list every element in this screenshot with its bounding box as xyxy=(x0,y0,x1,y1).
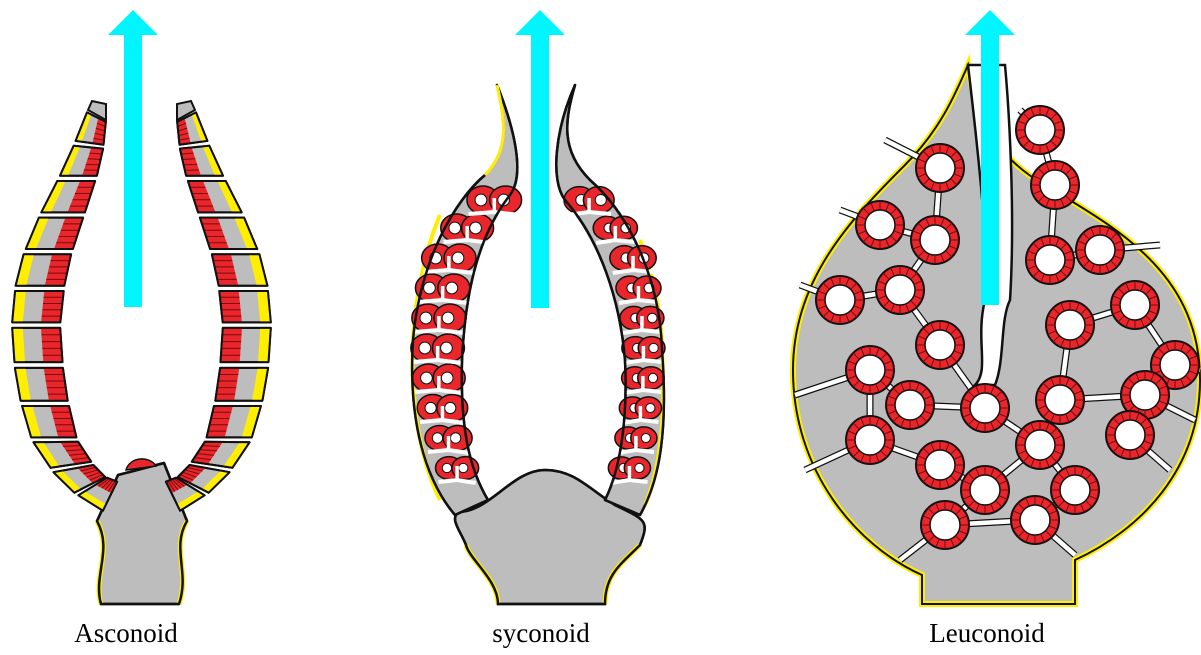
choanocyte-chamber-lumen xyxy=(970,393,1000,423)
choanocyte-chamber-lumen xyxy=(1115,420,1145,450)
choanocyte-layer xyxy=(41,328,63,362)
choanocyte-chamber-lumen xyxy=(1040,170,1070,200)
choanocyte-chamber-lumen xyxy=(895,390,925,420)
radial-canal-lumen xyxy=(449,222,461,234)
radial-canal-lumen xyxy=(445,402,456,413)
choanocyte-chamber-lumen xyxy=(1055,310,1085,340)
radial-canal-lumen xyxy=(635,463,644,472)
radial-canal-lumen xyxy=(419,342,431,354)
choanocyte-chamber-lumen xyxy=(865,210,895,240)
radial-canal-lumen xyxy=(470,222,482,234)
radial-canal-lumen xyxy=(648,373,657,382)
radial-canal-lumen xyxy=(459,463,468,472)
radial-canal-lumen xyxy=(421,372,433,384)
choanocyte-chamber-lumen xyxy=(855,425,885,455)
choanocyte-layer xyxy=(221,328,243,362)
choanocyte-chamber-lumen xyxy=(1035,245,1065,275)
radial-canal-lumen xyxy=(475,194,487,206)
choanocyte-chamber-lumen xyxy=(1045,385,1075,415)
radial-canal-lumen xyxy=(450,433,460,443)
choanocyte-chamber-lumen xyxy=(1085,235,1115,265)
radial-canal-lumen xyxy=(649,343,658,352)
choanocyte-chamber-lumen xyxy=(825,285,855,315)
radial-canal-lumen xyxy=(441,342,453,354)
choanocyte-chamber-lumen xyxy=(925,153,955,183)
choanocyte-chamber-lumen xyxy=(1020,505,1050,535)
choanocyte-chamber-lumen xyxy=(925,330,955,360)
choanocyte-chamber-lumen xyxy=(920,225,950,255)
choanocyte-chamber-lumen xyxy=(1025,430,1055,460)
choanocyte-chamber-lumen xyxy=(1120,290,1150,320)
radial-canal-lumen xyxy=(641,433,650,442)
arrow-up-icon xyxy=(108,10,158,307)
radial-canal-lumen xyxy=(646,403,655,412)
radial-canal-lumen xyxy=(452,252,464,264)
choanocyte-chamber-lumen xyxy=(885,275,915,305)
choanocyte-chamber-lumen xyxy=(930,510,960,540)
choanocyte-chamber-lumen xyxy=(1130,380,1160,410)
radial-canal-lumen xyxy=(420,312,432,324)
leuconoid-label: Leuconoid xyxy=(887,620,1087,647)
radial-canal-lumen xyxy=(442,463,451,472)
radial-canal-lumen xyxy=(432,433,442,443)
choanocyte-chamber-lumen xyxy=(970,475,1000,505)
choanocyte-chamber-lumen xyxy=(1025,115,1055,145)
radial-canal-lumen xyxy=(442,312,454,324)
choanocyte-chamber-lumen xyxy=(855,355,885,385)
radial-canal-lumen xyxy=(648,313,658,323)
choanocyte-chamber-lumen xyxy=(1060,475,1090,505)
radial-canal-lumen xyxy=(441,372,453,384)
radial-canal-lumen xyxy=(446,282,458,294)
asconoid-label: Asconoid xyxy=(26,620,226,647)
radial-canal-lumen xyxy=(425,402,436,413)
radial-canal-lumen xyxy=(424,282,436,294)
syconoid-label: syconoid xyxy=(441,620,641,647)
choanocyte-chamber-lumen xyxy=(1160,350,1190,380)
choanocyte-chamber-lumen xyxy=(925,450,955,480)
